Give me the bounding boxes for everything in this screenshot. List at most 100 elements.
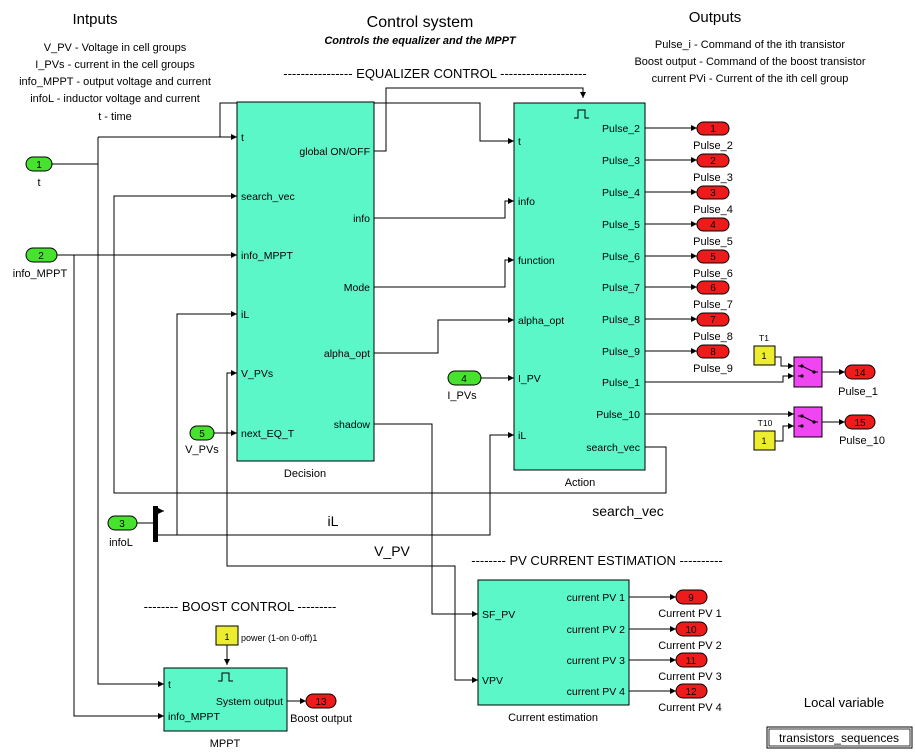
outport-pulse-7[interactable]: 6 bbox=[696, 280, 730, 295]
estimation-in-port: VPV bbox=[482, 675, 503, 687]
svg-text:13: 13 bbox=[315, 697, 327, 708]
svg-text:4: 4 bbox=[710, 220, 716, 231]
inport-label: I_PVs bbox=[447, 390, 477, 402]
action-out-port: Pulse_10 bbox=[596, 409, 640, 421]
estimation-out-port: current PV 1 bbox=[567, 592, 626, 604]
inport-v-pvs[interactable]: 5 bbox=[189, 425, 215, 441]
decision-out-port: shadow bbox=[334, 419, 371, 431]
outport-current-pv-1[interactable]: 9 bbox=[675, 589, 708, 605]
outputs-legend-line: current PVi - Current of the ith cell gr… bbox=[652, 73, 849, 85]
action-out-port: search_vec bbox=[586, 442, 640, 454]
control-legend-subtitle: Controls the equalizer and the MPPT bbox=[324, 35, 517, 47]
action-block-name: Action bbox=[565, 477, 596, 489]
outport-pulse-5[interactable]: 4 bbox=[696, 217, 730, 232]
action-out-port: Pulse_8 bbox=[602, 314, 640, 326]
inport-t[interactable]: 1 bbox=[25, 156, 53, 172]
action-in-port: alpha_opt bbox=[518, 315, 564, 327]
svg-text:2: 2 bbox=[710, 156, 716, 167]
svg-text:3: 3 bbox=[119, 519, 125, 530]
switch-tag: T10 bbox=[758, 418, 773, 428]
mppt-out-port: System output bbox=[216, 696, 283, 708]
decision-out-port: Mode bbox=[344, 282, 370, 294]
svg-text:14: 14 bbox=[854, 368, 866, 379]
decision-block-name: Decision bbox=[284, 468, 326, 480]
outport-boost-output[interactable]: 13 bbox=[305, 693, 337, 709]
outport-pulse-3[interactable]: 2 bbox=[696, 153, 730, 168]
boost-control-section-label: -------- BOOST CONTROL --------- bbox=[144, 599, 337, 614]
switch-constant-block[interactable] bbox=[753, 345, 776, 366]
action-in-port: t bbox=[518, 136, 521, 148]
switch-constant-value: 1 bbox=[761, 351, 766, 361]
outport-pulse-8[interactable]: 7 bbox=[696, 312, 730, 327]
outport-pulse-4[interactable]: 3 bbox=[696, 185, 730, 200]
svg-text:9: 9 bbox=[688, 593, 694, 604]
decision-in-port: V_PVs bbox=[241, 368, 273, 380]
inport-info-mppt[interactable]: 2 bbox=[25, 247, 58, 263]
svg-text:7: 7 bbox=[710, 315, 716, 326]
svg-text:1: 1 bbox=[710, 124, 716, 135]
current-estimation-block-name: Current estimation bbox=[508, 712, 598, 724]
local-variable-box[interactable] bbox=[766, 726, 913, 749]
inputs-legend-line: I_PVs - current in the cell groups bbox=[35, 59, 195, 71]
mux-bar[interactable] bbox=[153, 506, 158, 542]
mppt-block[interactable]: t info_MPPT System output bbox=[163, 667, 288, 732]
svg-text:6: 6 bbox=[710, 283, 716, 294]
mppt-in-port: t bbox=[168, 679, 171, 691]
inport-label: info_MPPT bbox=[13, 268, 68, 280]
svg-text:11: 11 bbox=[686, 656, 697, 667]
outport-pulse-6[interactable]: 5 bbox=[696, 249, 730, 264]
estimation-out-port: current PV 4 bbox=[567, 686, 626, 698]
outport-current-pv-2[interactable]: 10 bbox=[675, 621, 708, 637]
outport-label: Boost output bbox=[290, 713, 352, 725]
outport-pulse-2[interactable]: 1 bbox=[696, 121, 730, 136]
decision-in-port: info_MPPT bbox=[241, 250, 294, 262]
mppt-block-name: MPPT bbox=[210, 738, 241, 750]
svg-text:15: 15 bbox=[854, 418, 866, 429]
outport-label: Pulse_10 bbox=[839, 435, 885, 447]
inputs-legend-line: info_MPPT - output voltage and current bbox=[19, 76, 211, 88]
outputs-legend-line: Pulse_i - Command of the ith transistor bbox=[655, 39, 845, 51]
outport-label: Pulse_2 bbox=[693, 140, 733, 152]
outport-label: Pulse_4 bbox=[693, 204, 733, 216]
svg-text:2: 2 bbox=[38, 251, 44, 262]
decision-out-port: info bbox=[353, 213, 370, 225]
svg-text:3: 3 bbox=[710, 188, 716, 199]
action-in-port: I_PV bbox=[518, 373, 541, 385]
outport-label: Pulse_5 bbox=[693, 236, 733, 248]
decision-block[interactable]: t search_vec info_MPPT iL V_PVs next_EQ_… bbox=[236, 101, 375, 462]
control-legend-title: Control system bbox=[367, 14, 474, 31]
current-estimation-block[interactable]: SF_PV VPV current PV 1 current PV 2 curr… bbox=[477, 579, 630, 706]
switch-block-pulse-10[interactable] bbox=[793, 406, 823, 438]
switch-constant-block[interactable] bbox=[753, 430, 776, 451]
decision-out-port: global ON/OFF bbox=[299, 146, 370, 158]
action-out-port: Pulse_6 bbox=[602, 251, 640, 263]
outport-current-pv-3[interactable]: 11 bbox=[675, 652, 708, 668]
action-out-port: Pulse_3 bbox=[602, 155, 640, 167]
signal-label-v-pv: V_PV bbox=[374, 543, 410, 559]
action-out-port: Pulse_4 bbox=[602, 187, 640, 199]
inport-i-pvs[interactable]: 4 bbox=[447, 370, 482, 386]
inport-infol[interactable]: 3 bbox=[107, 515, 138, 531]
decision-in-port: t bbox=[241, 132, 244, 144]
svg-text:4: 4 bbox=[461, 374, 467, 385]
outport-pulse-9[interactable]: 8 bbox=[696, 344, 730, 359]
power-constant-block[interactable] bbox=[215, 625, 239, 646]
estimation-out-port: current PV 2 bbox=[567, 624, 626, 636]
switch-block-pulse-1[interactable] bbox=[793, 356, 823, 388]
action-out-port: Pulse_5 bbox=[602, 219, 640, 231]
svg-text:1: 1 bbox=[36, 160, 42, 171]
svg-text:10: 10 bbox=[685, 625, 697, 636]
action-block[interactable]: t info function alpha_opt I_PV iL Pulse_… bbox=[513, 102, 646, 471]
trigger-icon bbox=[574, 109, 589, 119]
outport-pulse-1[interactable]: 14 bbox=[844, 364, 876, 380]
signal-label-search-vec: search_vec bbox=[592, 503, 664, 519]
mppt-in-port: info_MPPT bbox=[168, 711, 221, 723]
svg-text:5: 5 bbox=[199, 429, 205, 440]
outport-pulse-10[interactable]: 15 bbox=[844, 414, 876, 430]
outport-label: Pulse_9 bbox=[693, 363, 733, 375]
outport-current-pv-4[interactable]: 12 bbox=[675, 683, 708, 699]
inport-label: t bbox=[37, 177, 40, 189]
inport-label: infoL bbox=[109, 537, 133, 549]
action-in-port: function bbox=[518, 255, 555, 267]
